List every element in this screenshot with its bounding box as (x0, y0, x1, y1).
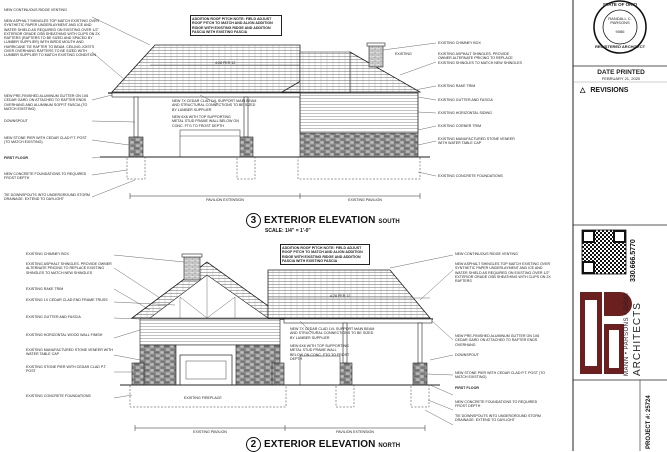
north-title-direction: NORTH (378, 443, 401, 450)
north-note-rake: EXISTING RAKE TRIM (26, 287, 64, 291)
date-printed-label: DATE PRINTED (597, 69, 645, 76)
south-note-first-floor: FIRST FLOOR (4, 156, 28, 160)
north-note-foundations: EXISTING CONCRETE FOUNDATIONS (26, 394, 91, 398)
north-dim-pavilion: PAVILION EXTENSION (336, 430, 374, 434)
south-note-downspout: DOWNSPOUT (4, 119, 28, 123)
south-note-exist-foundations: EXISTING CONCRETE FOUNDATIONS (438, 174, 503, 178)
revisions-delta-icon: △ (580, 87, 586, 94)
south-note-siding: EXISTING HORIZONTAL SIDING (438, 111, 492, 115)
south-chimney (368, 44, 384, 68)
south-note-shingles: NEW ASPHALT SHINGLES TOP MATCH EXISTING … (4, 19, 100, 58)
south-note-stone-pier: NEW STONE PIER WITH CEDAR CLAD P.T. POST… (4, 136, 87, 145)
north-new-roof (267, 269, 431, 319)
south-stone-pier-right (238, 136, 254, 158)
north-note-beam: NEW 7X CEDAR CLAD LVL SUPPORT MAIN BEAM … (290, 327, 375, 340)
date-printed-value: FEBRUARY 21, 2020 (601, 76, 641, 81)
south-dim-pavilion: PAVILION EXTENSION (206, 198, 244, 202)
north-note-gutter: EXISTING GUTTER AND FASCIA (26, 315, 81, 319)
revisions-row: △ REVISIONS (580, 86, 628, 94)
seal-name: RANDALL C. PARSONS (608, 16, 632, 26)
north-elevation (113, 253, 454, 431)
seal-top-text: STATE OF OHIO (602, 2, 638, 7)
south-stone-pier-left (128, 136, 144, 158)
north-note-truss: EXISTING 1X CEDAR CLAD END FRAME TRUSS (26, 298, 108, 302)
south-existing-siding (299, 92, 419, 134)
south-note-chimney: EXISTING CHIMNEY BOX (438, 41, 481, 45)
south-addition-note: ADDITION ROOF PITCH NOTE: FIELD ADJUST R… (190, 15, 282, 37)
south-scale: SCALE: 1/4" = 1'-0" (265, 228, 311, 234)
south-elevation (91, 16, 437, 199)
seal-number: 9086 (615, 29, 625, 34)
south-roof-label: EXISTING (395, 52, 412, 56)
south-note-exist-gutter: EXISTING GUTTER AND FASCIA (438, 98, 493, 102)
south-ridge-height: 4:28 PER 12 (215, 61, 236, 65)
north-note-stone-pier: EXISTING STONE PIER WITH CEDAR CLAD P.T.… (26, 365, 107, 374)
revisions-label: REVISIONS (590, 87, 629, 94)
firm-names: MANN • PARSONS • GRAY (624, 291, 630, 377)
south-dim-existing: EXISTING PAVILION (348, 198, 382, 202)
south-note-gutter: NEW PRE-FINISHED ALUMINUM GUTTER ON 1X6 … (4, 94, 89, 111)
firm-sub: ARCHITECTS (632, 302, 643, 376)
north-new-pier-right (412, 362, 428, 386)
north-note-downspout: DOWNSPOUT (455, 353, 479, 357)
north-addition-note: ADDITION ROOF PITCH NOTE: FIELD ADJUST R… (280, 244, 370, 266)
north-note-stone-veneer: EXISTING MANUFACTURED STONE VENEER WITH … (26, 348, 113, 357)
north-note-post: NEW 6X6 WITH TOP SUPPORTING METAL STUD F… (290, 344, 350, 361)
south-title-number: 3 (246, 213, 261, 228)
title-block (572, 0, 667, 451)
north-note-ridge: NEW CONTINUOUS RIDGE VENTING (455, 252, 518, 256)
north-note-new-gutter: NEW PRE-FINISHED ALUMINUM GUTTER ON 1X6 … (455, 334, 540, 347)
north-title-text: EXTERIOR ELEVATION (264, 439, 376, 451)
north-note-drainage: TIE DOWNSPOUTS INTO UNDERGROUND STORM DR… (455, 414, 541, 423)
north-chimney (183, 255, 201, 281)
north-note-chimney: EXISTING CHIMNEY BOX (26, 252, 69, 256)
north-ridge-height: 4:28 PER 12 (330, 294, 351, 298)
south-note-corner-trim: EXISTING CORNER TRIM (438, 124, 482, 128)
south-existing-stone (299, 132, 419, 158)
south-note-ridge: NEW CONTINUOUS RIDGE VENTING (4, 8, 67, 12)
north-note-first-floor: FIRST FLOOR (455, 386, 479, 390)
south-note-foundations: NEW CONCRETE FOUNDATIONS TO REQUIRED FRO… (4, 172, 87, 181)
south-note-rake: EXISTING RAKE TRIM (438, 84, 476, 88)
project-number: PROJECT #: 25724 (646, 395, 652, 449)
south-title-direction: SOUTH (378, 219, 400, 226)
north-note-new-foundations: NEW CONCRETE FOUNDATIONS TO REQUIRED FRO… (455, 400, 538, 409)
north-title-number: 2 (246, 437, 261, 452)
seal-bottom-text: REGISTERED ARCHITECT (594, 44, 646, 49)
south-note-beam: NEW 7X CEDAR CLAD LVL SUPPORT MAIN BEAM … (172, 99, 257, 112)
north-note-wood-wall: EXISTING HORIZONTAL WOOD WALL FINISH (26, 333, 103, 337)
south-note-post: NEW 6X6 WITH TOP SUPPORTING METAL STUD F… (172, 115, 239, 128)
north-fireplace-label: EXISTING FIREPLACE (184, 396, 222, 400)
firm-phone: 330.666.5770 (630, 239, 637, 282)
south-title-text: EXTERIOR ELEVATION (264, 215, 376, 227)
south-note-exist-shingles: EXISTING ASPHALT SHINGLES. PROVIDE OWNER… (438, 52, 522, 65)
north-note-new-pier: NEW STONE PIER WITH CEDAR CLAD P.T. POST… (455, 371, 545, 380)
south-new-roof (111, 44, 301, 93)
north-existing-stone-left (139, 344, 177, 386)
north-note-shingles: EXISTING ASPHALT SHINGLES. PROVIDE OWNER… (26, 262, 112, 275)
south-note-drainage: TIE DOWNSPOUTS INTO UNDERGROUND STORM DR… (4, 193, 90, 202)
north-dim-existing: EXISTING PAVILION (193, 430, 227, 434)
north-note-new-shingles: NEW ASPHALT SHINGLES TOP MATCH EXISTING … (455, 262, 551, 284)
south-note-stone-veneer: EXISTING MANUFACTURED STONE VENEER WITH … (438, 137, 515, 146)
firm-logo (580, 292, 632, 374)
